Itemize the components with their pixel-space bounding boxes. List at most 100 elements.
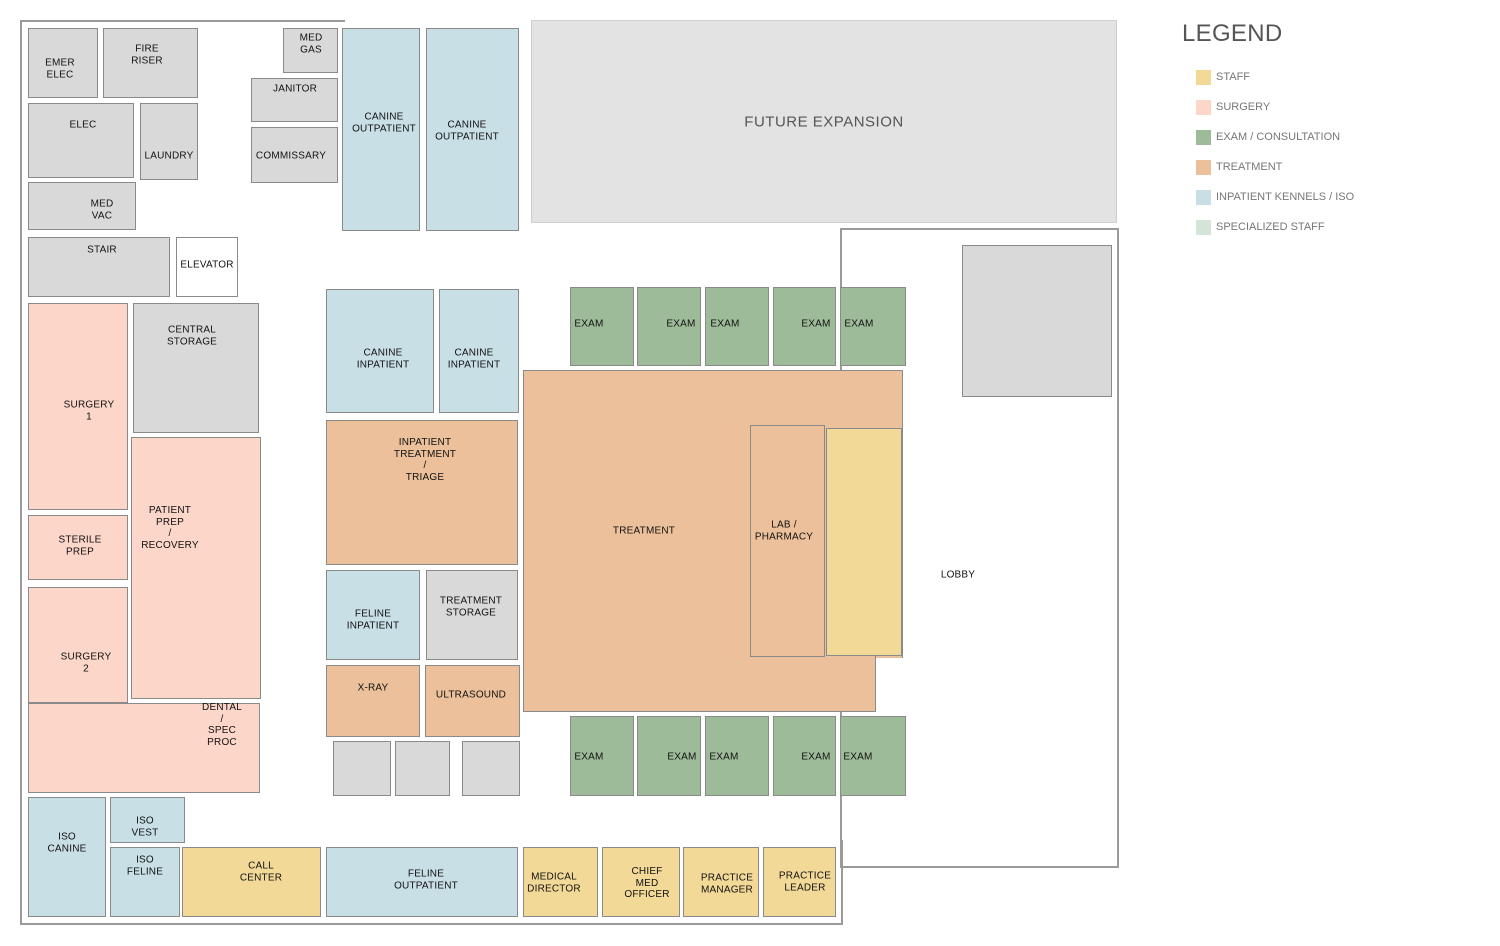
room-practice-leader (763, 847, 836, 917)
exam-room-bottom-4 (773, 716, 836, 796)
room-canine-outpatient-1 (342, 28, 420, 231)
room-feline-inpatient (326, 570, 420, 660)
label-exam: EXAM (844, 318, 874, 330)
exam-room-top-4 (773, 287, 836, 366)
exam-room-bottom-2 (637, 716, 701, 796)
legend-item-staff: STAFF (1182, 62, 1354, 92)
label-patient-prep: PATIENT PREP / RECOVERY (141, 505, 199, 551)
label-exam: EXAM (667, 751, 697, 763)
room-canine-inpatient-1 (326, 289, 434, 413)
room-dental (28, 703, 260, 793)
outer-wall-south (180, 840, 843, 925)
label-treatment-storage: TREATMENT STORAGE (439, 595, 503, 619)
room-surgery-2 (28, 587, 128, 703)
label-emer-elec: EMER ELEC (45, 57, 75, 81)
room-treatment-storage (426, 570, 518, 660)
label-exam: EXAM (843, 751, 873, 763)
legend-label: SURGERY (1216, 101, 1271, 113)
exam-room-top-1 (570, 287, 634, 366)
label-med-gas: MED GAS (299, 32, 323, 56)
label-fire-riser: FIRE RISER (131, 43, 163, 67)
label-stair: STAIR (87, 244, 117, 256)
room-janitor (251, 78, 338, 122)
label-canine-inpatient-1: CANINE INPATIENT (356, 347, 410, 371)
label-call-center: CALL CENTER (239, 860, 283, 884)
label-exam: EXAM (801, 751, 831, 763)
legend-label: INPATIENT KENNELS / ISO (1216, 191, 1355, 203)
label-treatment: TREATMENT (612, 525, 676, 537)
label-chief-med-officer: CHIEF MED OFFICER (624, 865, 670, 900)
label-surgery-1: SURGERY 1 (63, 399, 115, 423)
label-med-vac: MED VAC (90, 198, 114, 222)
label-canine-inpatient-2: CANINE INPATIENT (447, 347, 501, 371)
room-med-vac (28, 182, 136, 230)
room-iso-canine (28, 797, 106, 917)
label-commissary: COMMISSARY (255, 150, 327, 162)
room-med-gas (283, 28, 338, 73)
room-chief-med-officer (602, 847, 680, 917)
label-medical-director: MEDICAL DIRECTOR (527, 871, 581, 895)
room-staff-workstation (826, 428, 902, 656)
room-practice-manager (683, 847, 759, 917)
legend-label: SPECIALIZED STAFF (1216, 221, 1325, 233)
label-ultrasound: ULTRASOUND (435, 689, 507, 701)
label-janitor: JANITOR (273, 83, 317, 95)
label-dental: DENTAL / SPEC PROC (202, 702, 242, 748)
legend-swatch (1196, 159, 1211, 175)
room-restroom-3 (462, 741, 520, 796)
room-iso-feline (110, 847, 180, 917)
room-elevator (176, 237, 238, 297)
room-canine-inpatient-2 (439, 289, 519, 413)
label-iso-canine: ISO CANINE (47, 831, 87, 855)
exam-room-top-3 (705, 287, 769, 366)
room-commissary (251, 127, 338, 183)
exam-room-bottom-3 (705, 716, 769, 796)
legend-swatch (1196, 219, 1211, 235)
label-laundry: LAUNDRY (144, 150, 194, 162)
room-iso-vest (110, 797, 185, 843)
legend-item-treatment: TREATMENT (1182, 152, 1354, 182)
room-xray (326, 665, 420, 737)
legend-swatch (1196, 189, 1211, 205)
label-elevator: ELEVATOR (180, 259, 234, 271)
label-feline-inpatient: FELINE INPATIENT (346, 608, 400, 632)
room-central-storage (133, 303, 259, 433)
room-emer-elec (28, 28, 98, 98)
label-practice-manager: PRACTICE MANAGER (700, 872, 754, 896)
label-canine-outpatient-2: CANINE OUTPATIENT (435, 119, 499, 143)
room-patient-prep (131, 437, 261, 699)
label-surgery-2: SURGERY 2 (60, 651, 112, 675)
room-ultrasound (425, 665, 520, 737)
room-sterile-prep (28, 515, 128, 580)
room-laundry (140, 103, 198, 180)
label-elec: ELEC (69, 119, 97, 131)
label-feline-outpatient: FELINE OUTPATIENT (394, 868, 458, 892)
label-xray: X-RAY (357, 682, 389, 694)
room-elec (28, 103, 134, 178)
legend-title: LEGEND (1182, 20, 1283, 47)
label-canine-outpatient-1: CANINE OUTPATIENT (352, 111, 416, 135)
legend-label: STAFF (1216, 71, 1251, 83)
legend-item-surgery: SURGERY (1182, 92, 1354, 122)
room-call-center (182, 847, 321, 917)
label-iso-vest: ISO VEST (131, 815, 159, 839)
label-central-storage: CENTRAL STORAGE (166, 324, 218, 348)
legend: LEGEND STAFF SURGERY EXAM / CONSULTATION… (1182, 20, 1354, 242)
room-restroom-2 (395, 741, 450, 796)
label-sterile-prep: STERILE PREP (58, 534, 102, 558)
exam-room-top-5 (840, 287, 906, 366)
room-restroom-1 (333, 741, 391, 796)
legend-swatch (1196, 129, 1211, 145)
label-practice-leader: PRACTICE LEADER (778, 870, 832, 894)
room-feline-outpatient (326, 847, 518, 917)
exam-room-bottom-1 (570, 716, 634, 796)
label-lobby: LOBBY (940, 569, 976, 581)
label-exam: EXAM (709, 751, 739, 763)
label-iso-feline: ISO FELINE (126, 854, 164, 878)
label-inpatient-treatment: INPATIENT TREATMENT / TRIAGE (393, 437, 457, 483)
room-fire-riser (103, 28, 198, 98)
exam-room-top-2 (637, 287, 701, 366)
legend-item-exam: EXAM / CONSULTATION (1182, 122, 1354, 152)
legend-item-specialized-staff: SPECIALIZED STAFF (1182, 212, 1354, 242)
room-canine-outpatient-2 (426, 28, 519, 231)
